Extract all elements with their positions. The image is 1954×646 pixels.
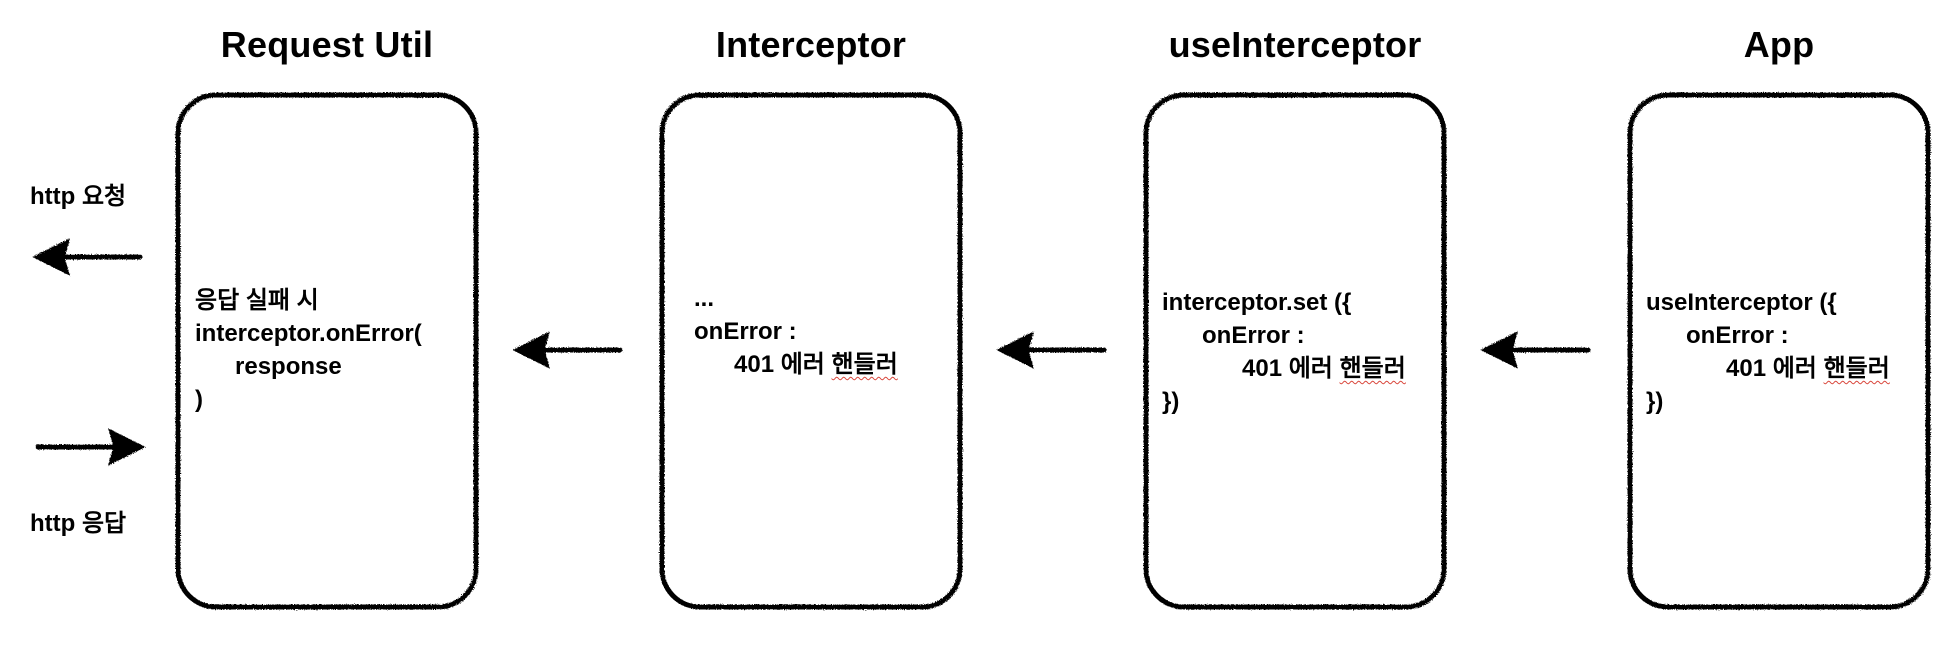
request-util-title: Request Util [220, 24, 434, 65]
request-util-box [175, 92, 479, 610]
code-line: onError : [1646, 322, 1789, 349]
code-line: }) [1162, 388, 1180, 415]
use-interceptor-code: interceptor.set ({ onError : 401 에러 핸들러}… [1162, 286, 1406, 418]
code-line: 401 에러 핸들러 [1162, 352, 1406, 385]
code-line: 401 에러 핸들러 [1646, 352, 1890, 385]
arrow-use-interceptor-to-interceptor [996, 331, 1107, 369]
code-text: 401 에러 [694, 351, 832, 378]
code-line: 응답 실패 시 [195, 287, 319, 314]
code-line: onError : [694, 318, 797, 345]
spellcheck-word: 핸들러 [1339, 355, 1406, 382]
http-response-label: http 응답 [30, 510, 127, 537]
spellcheck-word: 핸들러 [831, 351, 898, 378]
interceptor-box [659, 92, 963, 610]
spellcheck-word: 핸들러 [1823, 355, 1890, 382]
arrow-app-to-use-interceptor [1480, 331, 1591, 369]
http-response-arrow [35, 428, 146, 466]
app-box [1627, 92, 1931, 610]
code-line: ) [195, 386, 203, 413]
code-line: onError : [1162, 322, 1305, 349]
code-line: interceptor.onError( [195, 320, 422, 347]
app-title: App [1743, 24, 1815, 65]
interceptor-title: Interceptor [715, 24, 907, 65]
app-code: useInterceptor ({ onError : 401 에러 핸들러}) [1646, 286, 1890, 418]
code-line: }) [1646, 388, 1664, 415]
code-text: 401 에러 [1646, 355, 1824, 382]
code-line: response [195, 353, 342, 380]
arrow-interceptor-to-request-util [512, 331, 623, 369]
code-line: useInterceptor ({ [1646, 289, 1837, 316]
code-line: ... [694, 285, 715, 312]
code-text: 401 에러 [1162, 355, 1340, 382]
http-request-label: http 요청 [30, 183, 127, 210]
code-line: interceptor.set ({ [1162, 289, 1352, 316]
request-util-code: 응답 실패 시 interceptor.onError( response) [195, 284, 422, 416]
code-line: 401 에러 핸들러 [694, 348, 898, 381]
use-interceptor-box [1143, 92, 1447, 610]
use-interceptor-title: useInterceptor [1168, 24, 1422, 65]
interceptor-code: ... onError : 401 에러 핸들러 [694, 282, 898, 381]
http-request-arrow [32, 238, 143, 276]
